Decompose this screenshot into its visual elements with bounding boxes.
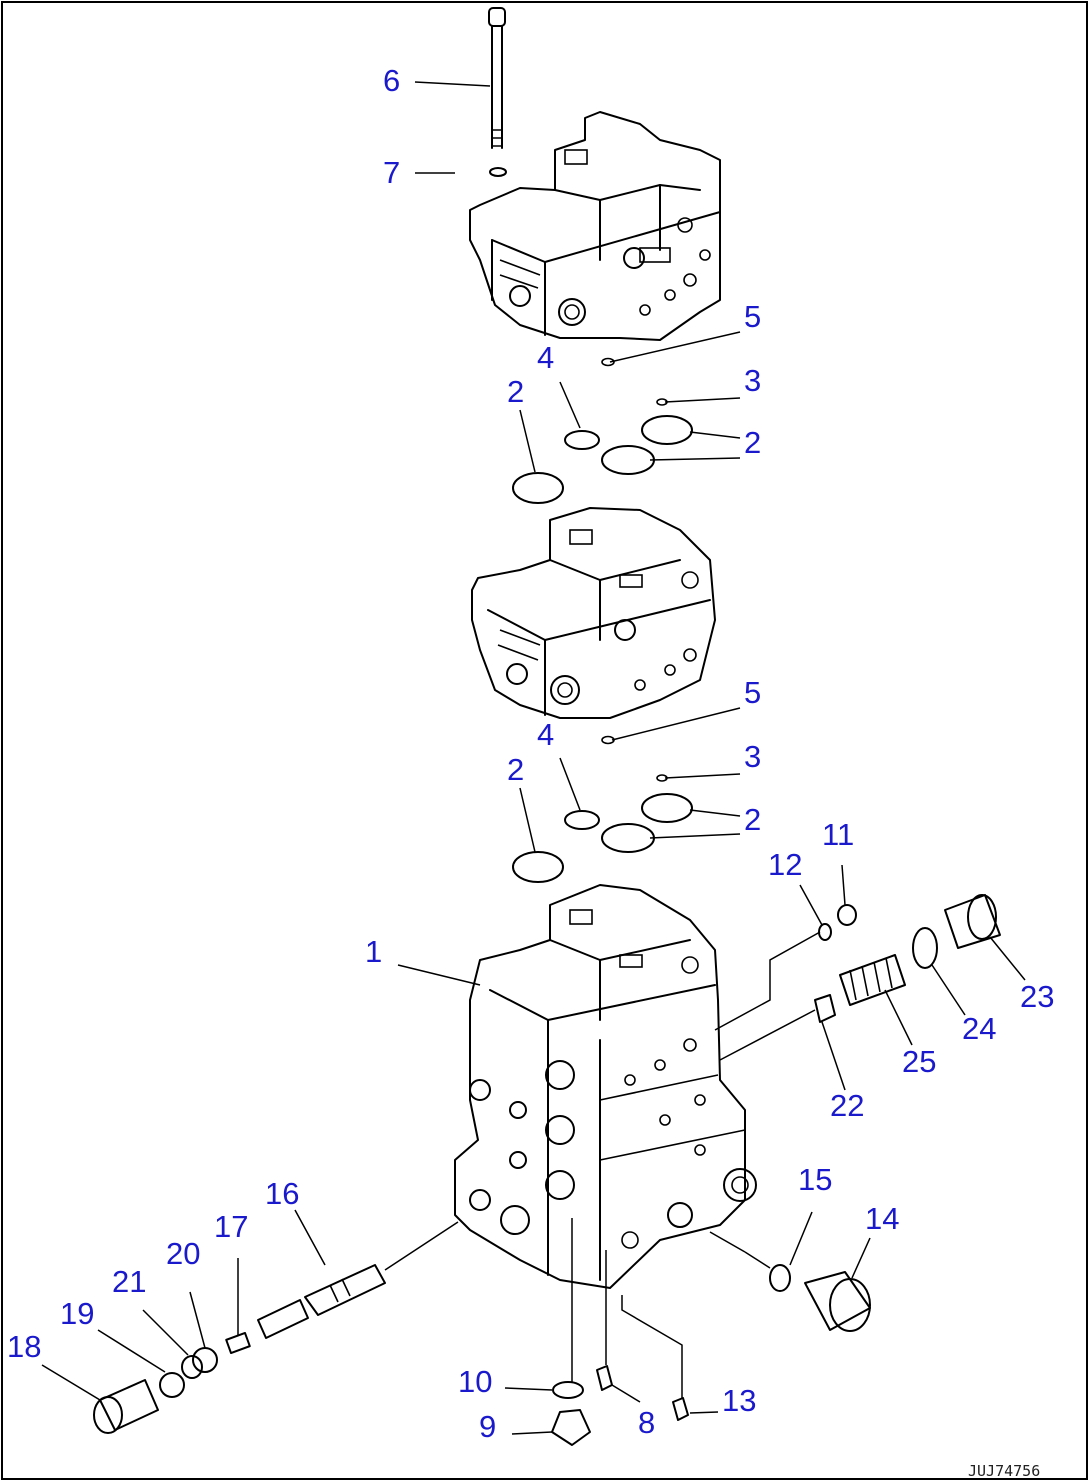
callout-19: 19 — [60, 1296, 94, 1331]
callout-3: 3 — [744, 739, 761, 774]
callout-6: 6 — [383, 63, 400, 98]
callout-21: 21 — [112, 1264, 146, 1299]
callout-16: 16 — [265, 1176, 299, 1211]
callout-15: 15 — [798, 1162, 832, 1197]
callout-1: 1 — [365, 934, 382, 969]
callout-22: 22 — [830, 1088, 864, 1123]
callout-12: 12 — [768, 847, 802, 882]
callout-14: 14 — [865, 1201, 899, 1236]
washer-part — [489, 167, 507, 177]
callout-8: 8 — [638, 1405, 655, 1440]
callout-3: 3 — [744, 363, 761, 398]
callout-18: 18 — [7, 1329, 41, 1364]
main-valve-body — [454, 884, 757, 1289]
bolt-part — [488, 7, 506, 149]
bottom-small-parts — [551, 1365, 689, 1446]
callout-23: 23 — [1020, 979, 1054, 1014]
callout-2: 2 — [507, 374, 524, 409]
plug-part — [769, 1264, 871, 1332]
callout-4: 4 — [537, 717, 554, 752]
callout-17: 17 — [214, 1209, 248, 1244]
middle-valve-section — [471, 507, 716, 719]
callout-24: 24 — [962, 1011, 996, 1046]
callout-10: 10 — [458, 1364, 492, 1399]
callout-2: 2 — [744, 802, 761, 837]
callout-9: 9 — [479, 1409, 496, 1444]
callout-25: 25 — [902, 1044, 936, 1079]
callout-labels: 6 7 5 4 3 2 2 5 4 3 2 2 11 12 1 23 24 25… — [7, 63, 1054, 1444]
callout-4: 4 — [537, 340, 554, 375]
callout-11: 11 — [822, 817, 854, 852]
upper-valve-section — [469, 111, 721, 341]
callout-5: 5 — [744, 299, 761, 334]
callout-7: 7 — [383, 155, 400, 190]
callout-5: 5 — [744, 675, 761, 710]
upper-seal-group — [512, 357, 693, 504]
callout-2: 2 — [507, 752, 524, 787]
relief-valve-parts — [814, 894, 1001, 1023]
leader-lines — [41, 81, 1026, 1435]
callout-13: 13 — [722, 1383, 756, 1418]
lower-seal-group — [512, 735, 693, 883]
callout-2: 2 — [744, 425, 761, 460]
figure-code: JUJ74756 — [968, 1462, 1040, 1480]
callout-20: 20 — [166, 1236, 200, 1271]
